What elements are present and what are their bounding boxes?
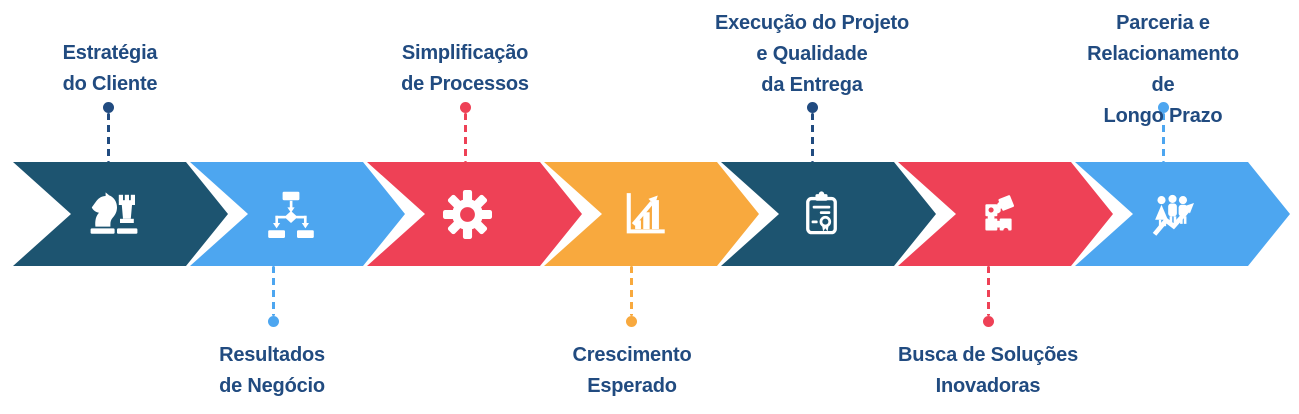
connector-dot <box>1157 102 1169 113</box>
connector-line <box>106 113 110 162</box>
connector-dot <box>459 102 471 113</box>
connector-dot <box>625 316 637 327</box>
connector-parceria <box>1157 102 1169 162</box>
puzzle-icon <box>985 194 1015 233</box>
connector-resultados <box>267 266 279 327</box>
connector-line <box>463 113 467 162</box>
connector-dot <box>102 102 114 113</box>
label-busca-de-solucoes: Busca de Soluções Inovadoras <box>898 344 1078 397</box>
connector-line <box>1161 113 1165 162</box>
connector-line <box>986 266 990 316</box>
gear-icon <box>442 189 493 239</box>
label-simplificacao-de-processos: Simplificação de Processos <box>401 42 529 95</box>
connector-dot <box>982 316 994 327</box>
connector-simplificacao <box>459 102 471 162</box>
team-growth-icon <box>1152 194 1194 236</box>
connector-crescimento <box>625 266 637 327</box>
connector-line <box>629 266 633 316</box>
connector-line <box>271 266 275 316</box>
flowchart-icon <box>267 191 314 238</box>
chess-icon <box>90 192 137 234</box>
connector-busca <box>982 266 994 327</box>
label-estrategia-do-cliente: Estratégia do Cliente <box>62 42 158 95</box>
label-execucao-do-projeto: Execução do Projeto e Qualidade da Entre… <box>714 12 910 96</box>
label-crescimento-esperado: Crescimento Esperado <box>572 344 692 397</box>
growth-chart-icon <box>626 193 665 234</box>
label-resultados-de-negocio: Resultados de Negócio <box>219 344 325 397</box>
connector-dot <box>806 102 818 113</box>
connector-estrategia <box>102 102 114 162</box>
clipboard-certificate-icon <box>806 190 837 234</box>
connector-execucao <box>806 102 818 162</box>
connector-dot <box>267 316 279 327</box>
label-parceria-relacionamento: Parceria e Relacionamento de Longo Prazo <box>1087 12 1239 127</box>
connector-line <box>810 113 814 162</box>
arrow-estrategia-do-cliente <box>13 162 228 266</box>
